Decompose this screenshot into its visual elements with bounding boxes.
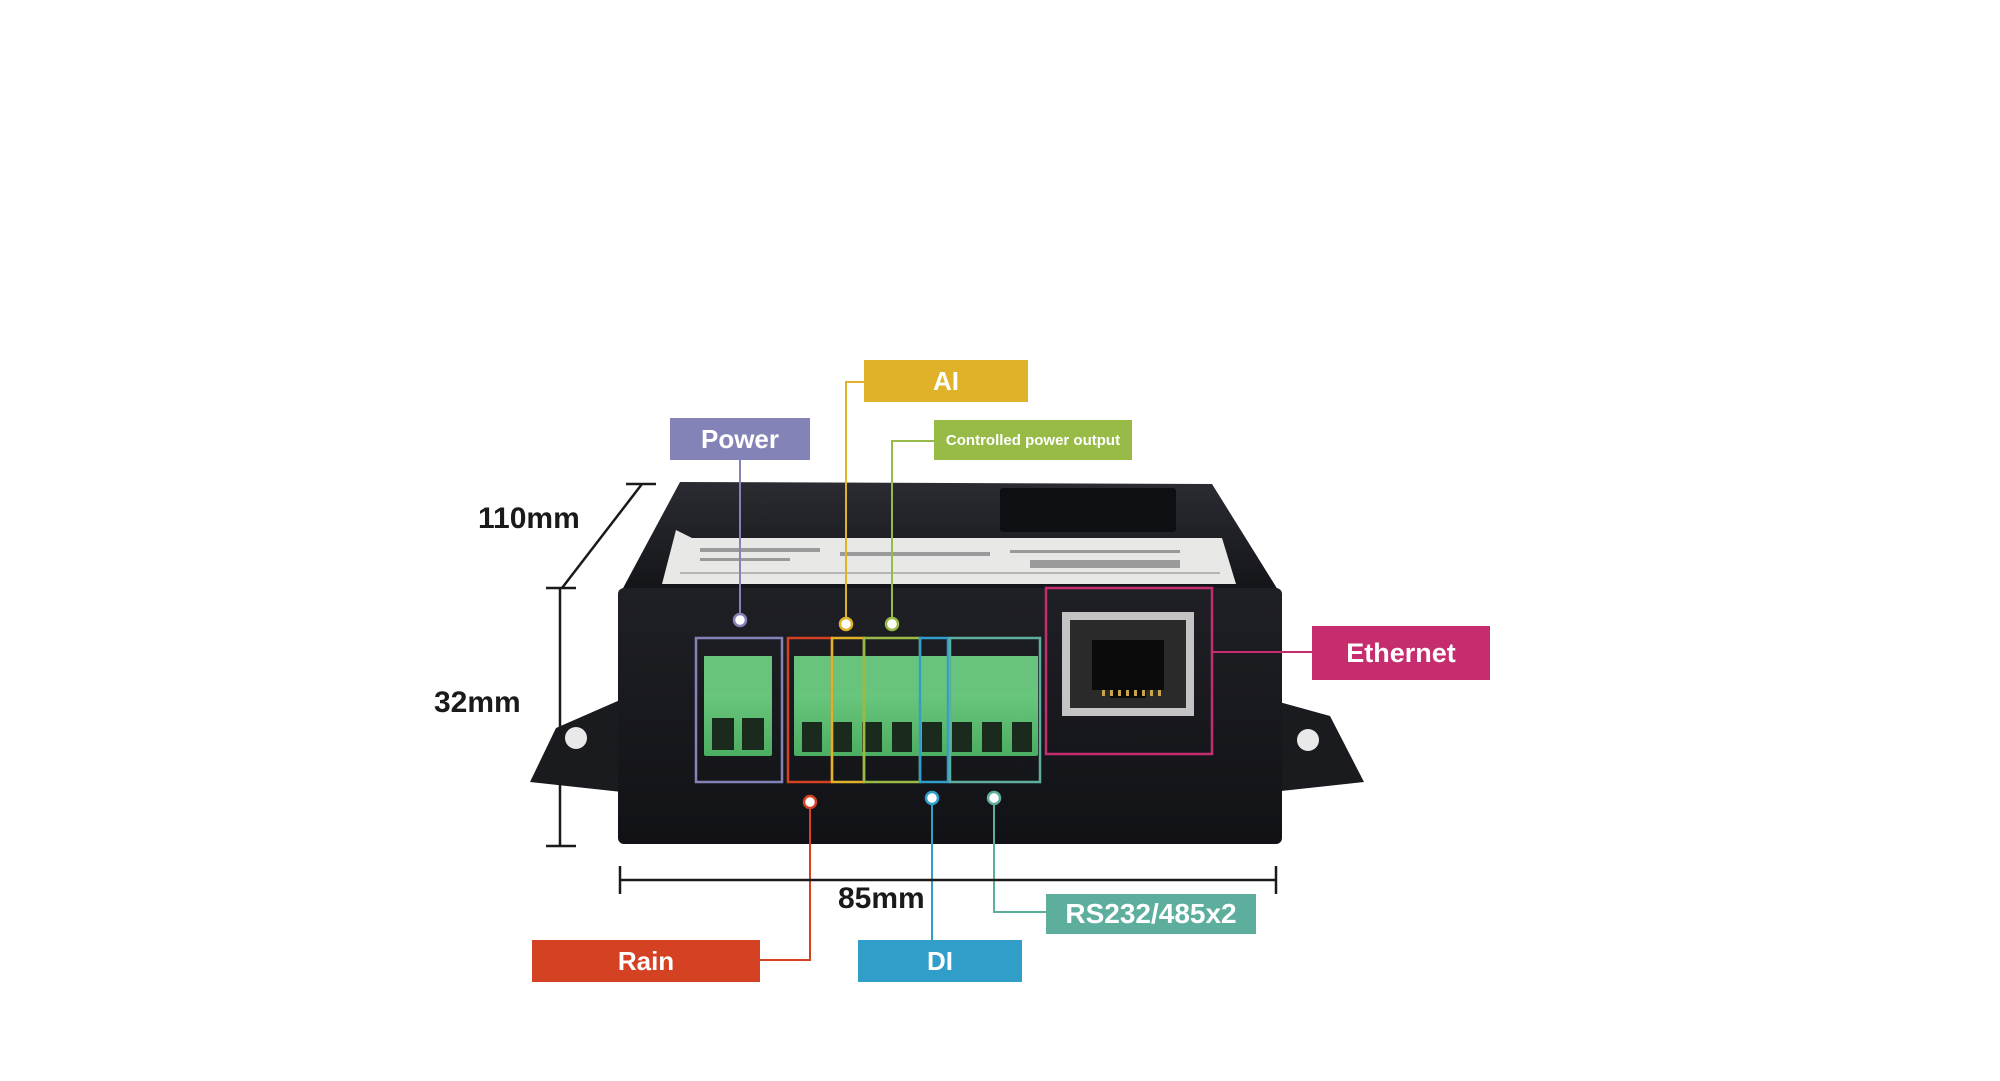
rs232-485-marker [986, 790, 1002, 806]
depth-dimension-label: 110mm [478, 502, 580, 535]
depth-dimension-line [561, 483, 643, 589]
rain-callout: Rain [532, 940, 760, 982]
io-terminal-block [794, 656, 1038, 756]
power-marker [732, 612, 748, 628]
di-marker [924, 790, 940, 806]
ethernet-highlight-box [1044, 586, 1214, 756]
di-callout: DI [858, 940, 1022, 982]
rs232-485-leader [993, 802, 1046, 913]
di-highlight-box [918, 636, 950, 784]
mounting-flange-left [530, 700, 622, 792]
power-callout: Power [670, 418, 810, 460]
rs232-485-callout: RS232/485x2 [1046, 894, 1256, 934]
ai-callout: AI [864, 360, 1028, 402]
controlled-power-output-leader [891, 440, 934, 624]
rain-marker [802, 794, 818, 810]
enclosure-top [622, 482, 1278, 590]
rain-leader [760, 806, 811, 961]
controlled-power-output-marker [884, 616, 900, 632]
mounting-flange-right [1272, 700, 1364, 792]
controlled-power-output-callout: Controlled power output [934, 420, 1132, 460]
ai-marker [838, 616, 854, 632]
power-highlight-box [694, 636, 784, 784]
width-dimension-label: 85mm [838, 882, 925, 915]
rj45-port [1062, 612, 1194, 716]
height-dimension-label: 32mm [434, 686, 521, 719]
ai-leader [845, 381, 864, 624]
label-sticker-print [680, 548, 1220, 574]
rs232-485-highlight-box [948, 636, 1042, 784]
ethernet-callout: Ethernet [1312, 626, 1490, 680]
power-terminal-block [704, 656, 772, 756]
